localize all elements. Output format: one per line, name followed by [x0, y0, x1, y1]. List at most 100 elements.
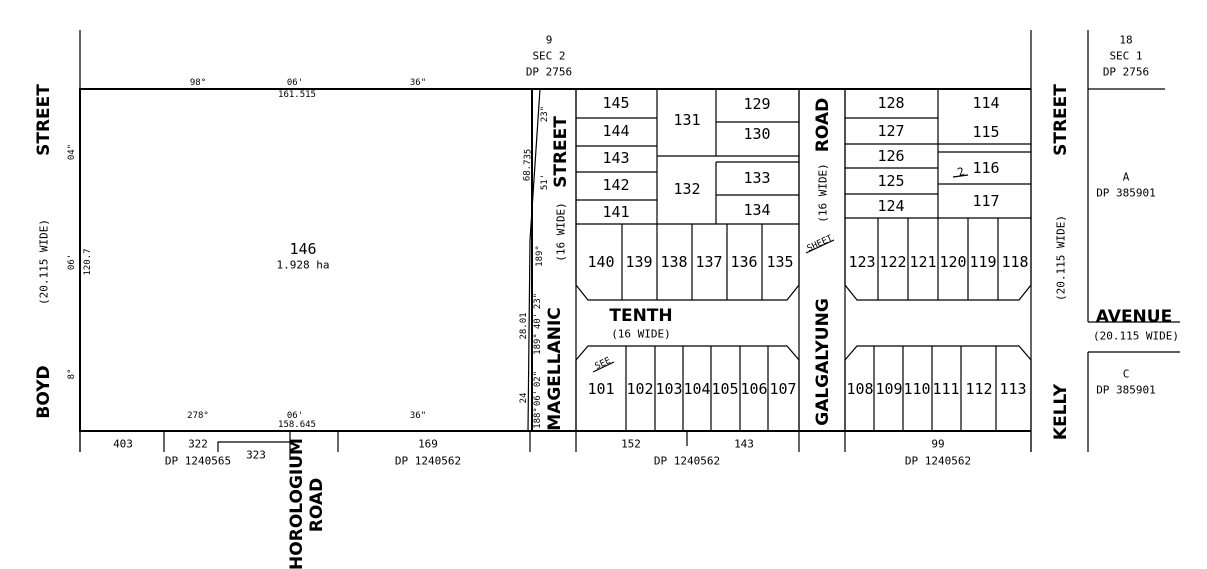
- lot-135: 135: [766, 253, 793, 271]
- block-northeast: [844, 88, 1032, 301]
- ref-403: 403: [113, 438, 133, 451]
- galgalyung-road-label: ROAD: [813, 98, 833, 152]
- bearing-mag: 189°: [535, 245, 545, 267]
- note-underline: [805, 239, 835, 254]
- boyd-street-label: STREET: [34, 84, 54, 156]
- lot-136: 136: [730, 253, 757, 271]
- lot-140: 140: [587, 253, 614, 271]
- ref-169: 169: [418, 438, 438, 451]
- dist-mag: 68.735: [522, 149, 533, 182]
- boyd-street-name: BOYD: [34, 365, 54, 418]
- ref-lot-a-dp: DP 385901: [1096, 187, 1156, 200]
- ref-sec1-lot: 18: [1119, 34, 1132, 47]
- bearing-mag: 188°: [533, 407, 543, 429]
- ref-sec2-dp: DP 2756: [526, 66, 572, 79]
- ref-169-dp: DP 1240562: [395, 455, 461, 468]
- horologium-road-label: ROAD: [307, 478, 327, 532]
- dist-left: 120.7: [83, 248, 93, 275]
- bearing-left-min: 06': [67, 254, 77, 270]
- ref-sec2: SEC 2: [532, 50, 565, 63]
- bearing-mag: 06': [533, 390, 543, 406]
- bearing-top-sec: 36": [410, 78, 426, 88]
- lot-107: 107: [769, 380, 796, 398]
- lot-126: 126: [877, 147, 904, 165]
- galgalyung-road-name: GALGALYUNG: [813, 298, 833, 426]
- lot-116: 116: [972, 159, 999, 177]
- bearing-top-deg: 98°: [190, 78, 206, 88]
- lot-138: 138: [660, 253, 687, 271]
- lot-121: 121: [909, 253, 936, 271]
- block-northwest: [575, 88, 800, 301]
- lot-117: 117: [972, 192, 999, 210]
- tick: [217, 441, 290, 452]
- dist-top: 161.515: [278, 90, 316, 100]
- note-underline: [952, 174, 969, 178]
- note-sheet-number: 2: [956, 165, 967, 179]
- bearing-mag: 02": [533, 371, 543, 387]
- lot-129: 129: [743, 95, 770, 113]
- bearing-mag: 51': [540, 174, 550, 190]
- lot-130: 130: [743, 125, 770, 143]
- lot-127: 127: [877, 122, 904, 140]
- ref-dp-1240565: DP 1240565: [165, 455, 231, 468]
- lot-134: 134: [743, 201, 770, 219]
- avenue-width: (20.115 WIDE): [1093, 330, 1179, 343]
- lot-144: 144: [602, 122, 629, 140]
- lot-112: 112: [965, 380, 992, 398]
- bearing-bottom-deg: 278°: [187, 411, 209, 421]
- ref-sec1: SEC 1: [1109, 50, 1142, 63]
- lot-128: 128: [877, 94, 904, 112]
- lot-102: 102: [626, 380, 653, 398]
- lot-124: 124: [877, 197, 904, 215]
- note-underline: [592, 361, 615, 373]
- bearing-mag: 40': [533, 313, 543, 329]
- bearing-left-sec: 04": [67, 144, 77, 160]
- ref-323: 323: [246, 449, 266, 462]
- lot-109: 109: [875, 380, 902, 398]
- magellanic-west-line: [527, 88, 541, 432]
- lot-105: 105: [711, 380, 738, 398]
- magellanic-street-label: STREET: [551, 116, 571, 188]
- dist-bottom: 158.645: [278, 420, 316, 430]
- bearing-mag: 189°: [533, 333, 543, 355]
- ref-lot-c-dp: DP 385901: [1096, 384, 1156, 397]
- bearing-bottom-min: 06': [287, 411, 303, 421]
- lot-numbers: 145 144 143 142 141 131 132 129 130 133 …: [587, 94, 1028, 398]
- block-southwest: [575, 345, 800, 431]
- ref-99: 99: [931, 438, 944, 451]
- lot-131: 131: [673, 111, 700, 129]
- kelly-street-width: (20.115 WIDE): [1055, 215, 1068, 301]
- lot-119: 119: [969, 253, 996, 271]
- ref-lot-a: A: [1123, 171, 1130, 184]
- dist-mag: 28.01: [519, 312, 529, 339]
- tenth-street-width: (16 WIDE): [611, 328, 671, 341]
- lot-145: 145: [602, 94, 629, 112]
- lot-146-number: 146: [289, 240, 316, 258]
- magellanic-street-name: MAGELLANIC: [545, 307, 565, 431]
- lot-103: 103: [655, 380, 682, 398]
- bearing-top-min: 06': [287, 78, 303, 88]
- lot-132: 132: [673, 180, 700, 198]
- lot-125: 125: [877, 172, 904, 190]
- lot-115: 115: [972, 123, 999, 141]
- ref-152: 152: [621, 438, 641, 451]
- dist-mag: 24: [519, 393, 529, 404]
- lot-139: 139: [625, 253, 652, 271]
- lot-122: 122: [879, 253, 906, 271]
- lot-123: 123: [848, 253, 875, 271]
- ref-99-dp: DP 1240562: [905, 455, 971, 468]
- lot-141: 141: [602, 203, 629, 221]
- magellanic-street-width: (16 WIDE): [555, 202, 568, 262]
- lot-142: 142: [602, 176, 629, 194]
- lot-120: 120: [939, 253, 966, 271]
- kelly-street-name: KELLY: [1051, 383, 1071, 440]
- bearing-left-deg: 8°: [67, 369, 77, 380]
- bearing-bottom-sec: 36": [410, 411, 426, 421]
- lot-108: 108: [846, 380, 873, 398]
- lot-113: 113: [999, 380, 1026, 398]
- lot-146-boundary: [79, 88, 533, 432]
- lot-137: 137: [695, 253, 722, 271]
- galgalyung-road-width: (16 WIDE): [817, 163, 830, 223]
- lot-133: 133: [743, 169, 770, 187]
- ref-322: 322: [188, 438, 208, 451]
